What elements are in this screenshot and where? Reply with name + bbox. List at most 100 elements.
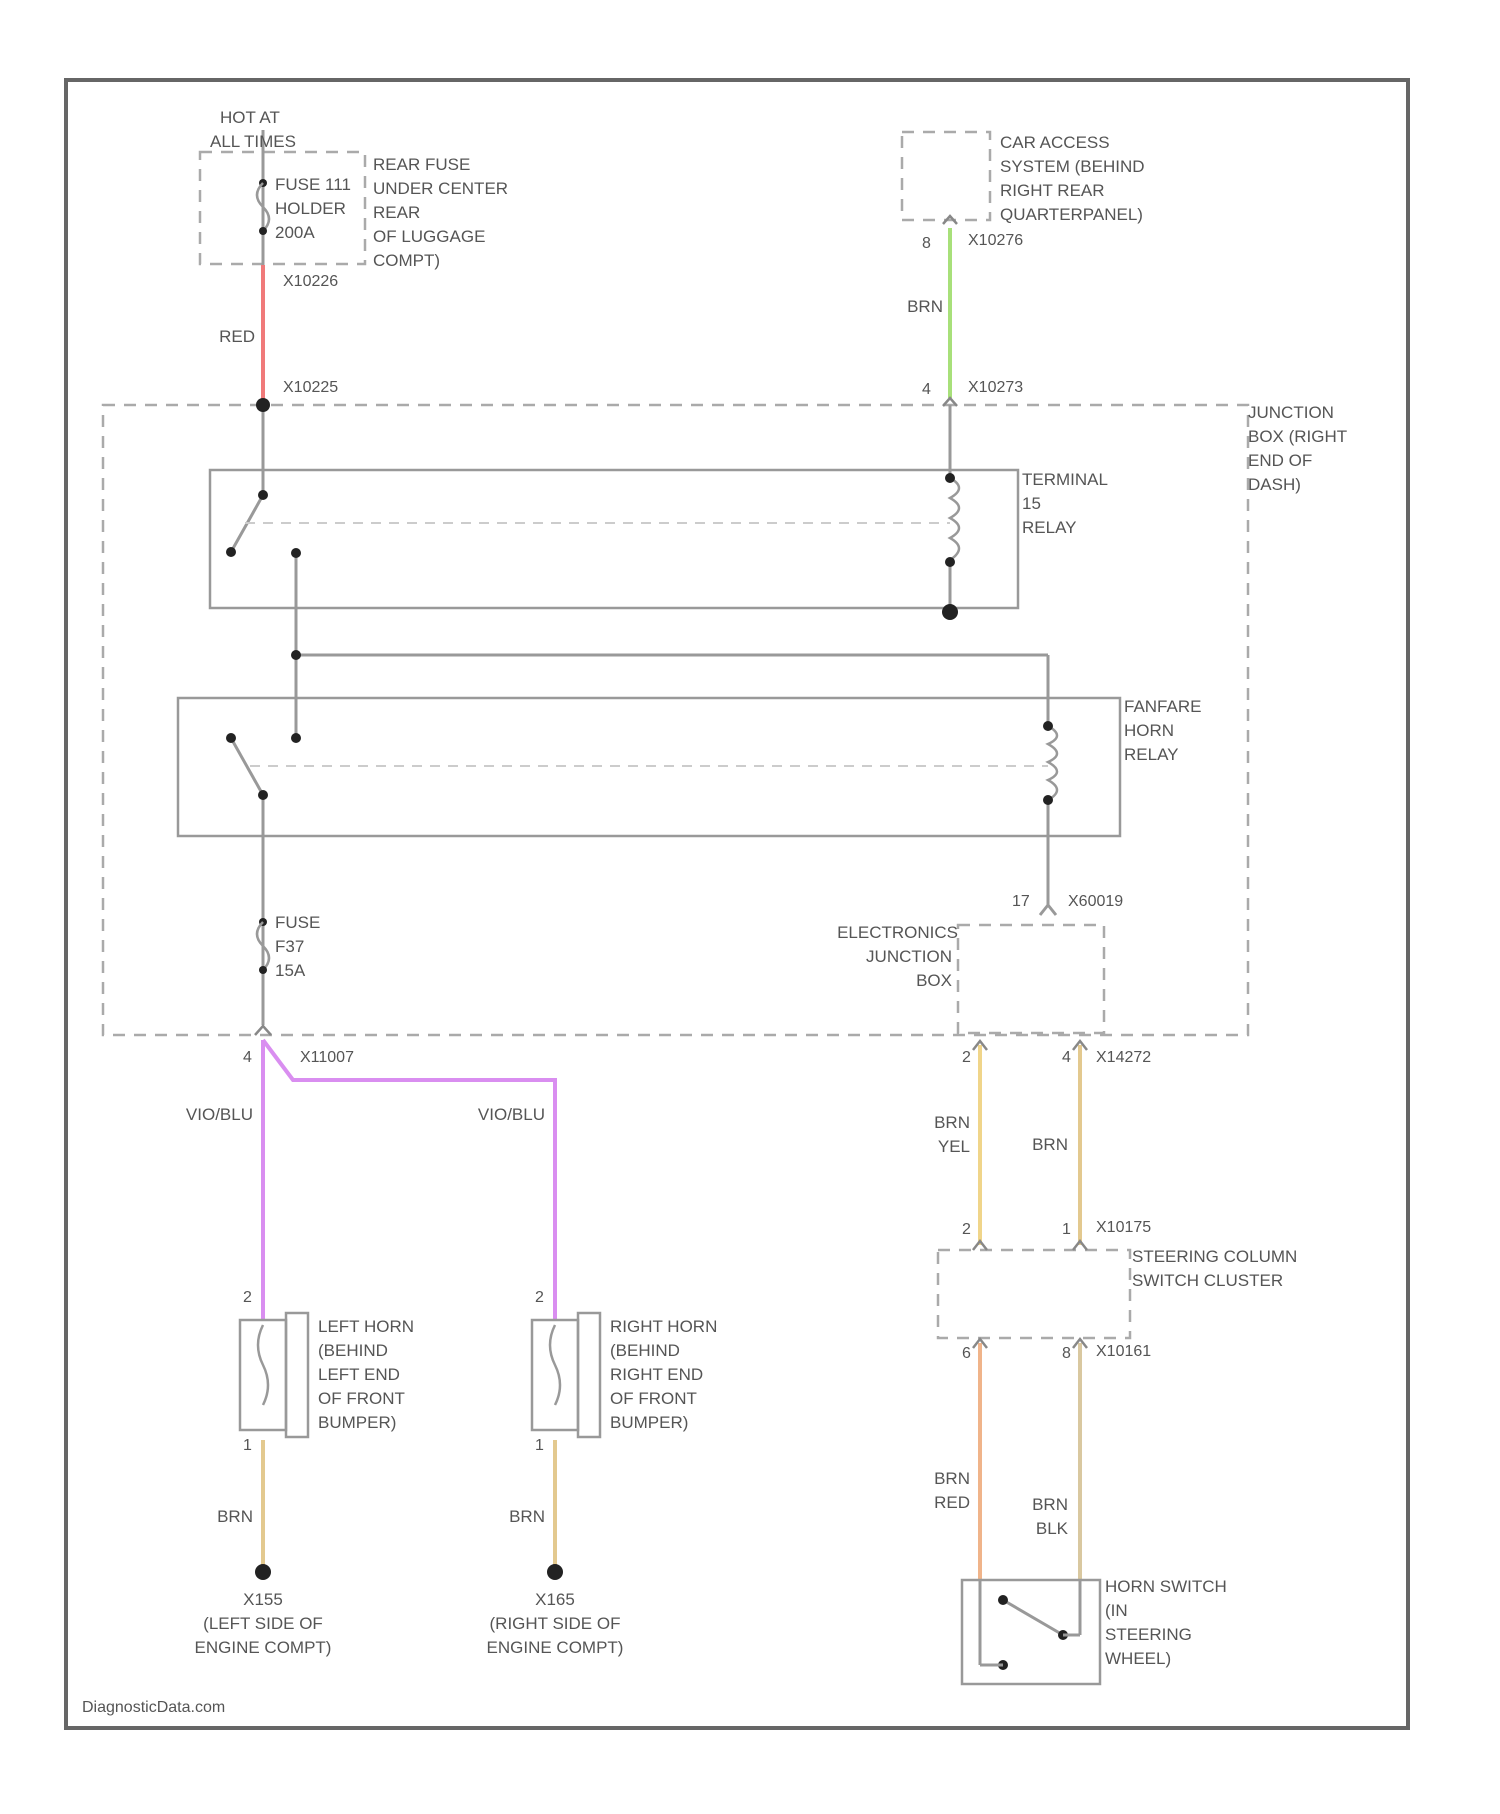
- svg-text:HOT AT: HOT AT: [220, 108, 280, 127]
- svg-text:200A: 200A: [275, 223, 315, 242]
- svg-text:X10161: X10161: [1096, 1343, 1151, 1360]
- label-electronics-junction-box: ELECTRONICS JUNCTION BOX: [837, 923, 958, 990]
- svg-text:ALL TIMES: ALL TIMES: [210, 132, 296, 151]
- label-terminal-15-relay: TERMINAL 15 RELAY: [1022, 470, 1108, 537]
- svg-text:STEERING: STEERING: [1105, 1625, 1192, 1644]
- svg-text:(BEHIND: (BEHIND: [610, 1341, 680, 1360]
- svg-text:15A: 15A: [275, 961, 306, 980]
- label-car-access-system: CAR ACCESS SYSTEM (BEHIND RIGHT REAR QUA…: [1000, 133, 1145, 224]
- svg-text:OF FRONT: OF FRONT: [318, 1389, 405, 1408]
- svg-text:SYSTEM (BEHIND: SYSTEM (BEHIND: [1000, 157, 1145, 176]
- svg-text:JUNCTION: JUNCTION: [1248, 403, 1334, 422]
- svg-text:STEERING COLUMN: STEERING COLUMN: [1132, 1247, 1297, 1266]
- svg-text:X11007: X11007: [300, 1049, 354, 1066]
- svg-text:F37: F37: [275, 937, 304, 956]
- footer-watermark: DiagnosticData.com: [82, 1699, 225, 1716]
- svg-text:RELAY: RELAY: [1124, 745, 1179, 764]
- svg-text:TERMINAL: TERMINAL: [1022, 470, 1108, 489]
- svg-text:2: 2: [962, 1221, 971, 1238]
- svg-text:RIGHT END: RIGHT END: [610, 1365, 703, 1384]
- svg-text:(BEHIND: (BEHIND: [318, 1341, 388, 1360]
- svg-text:COMPT): COMPT): [373, 251, 440, 270]
- svg-text:VIO/BLU: VIO/BLU: [186, 1105, 253, 1124]
- label-junction-box: JUNCTION BOX (RIGHT END OF DASH): [1248, 403, 1347, 494]
- svg-text:8: 8: [922, 235, 931, 252]
- svg-text:WHEEL): WHEEL): [1105, 1649, 1171, 1668]
- label-ground-right: X165 (RIGHT SIDE OF ENGINE COMPT): [487, 1590, 624, 1657]
- svg-text:X10276: X10276: [968, 232, 1023, 249]
- svg-text:6: 6: [962, 1345, 971, 1362]
- svg-text:ENGINE COMPT): ENGINE COMPT): [487, 1638, 624, 1657]
- svg-text:YEL: YEL: [938, 1137, 970, 1156]
- svg-text:RED: RED: [934, 1493, 970, 1512]
- svg-text:BUMPER): BUMPER): [610, 1413, 688, 1432]
- horn-switch-symbol: [962, 1580, 1100, 1684]
- svg-text:BRN: BRN: [934, 1113, 970, 1132]
- right-horn-symbol: [532, 1313, 600, 1437]
- label-ground-left: X155 (LEFT SIDE OF ENGINE COMPT): [195, 1590, 332, 1657]
- svg-text:RED: RED: [219, 327, 255, 346]
- terminal-15-relay: [210, 470, 1018, 608]
- svg-text:4: 4: [922, 381, 931, 398]
- svg-text:HOLDER: HOLDER: [275, 199, 346, 218]
- svg-text:HORN SWITCH: HORN SWITCH: [1105, 1577, 1227, 1596]
- svg-text:RELAY: RELAY: [1022, 518, 1077, 537]
- svg-text:JUNCTION: JUNCTION: [866, 947, 952, 966]
- svg-text:15: 15: [1022, 494, 1041, 513]
- svg-text:BRN: BRN: [934, 1469, 970, 1488]
- svg-text:X14272: X14272: [1096, 1049, 1151, 1066]
- svg-text:2: 2: [535, 1289, 544, 1306]
- svg-text:OF FRONT: OF FRONT: [610, 1389, 697, 1408]
- car-access-system-box: [902, 132, 990, 220]
- svg-text:BLK: BLK: [1036, 1519, 1069, 1538]
- svg-text:DASH): DASH): [1248, 475, 1301, 494]
- connector-labels: X10226 X10225 X10276 X10273 X11007 X6001…: [283, 232, 1151, 1360]
- svg-text:X60019: X60019: [1068, 893, 1123, 910]
- label-fuse-f37: FUSE F37 15A: [275, 913, 320, 980]
- svg-text:REAR FUSE: REAR FUSE: [373, 155, 470, 174]
- svg-text:SWITCH CLUSTER: SWITCH CLUSTER: [1132, 1271, 1283, 1290]
- label-horn-switch: HORN SWITCH (IN STEERING WHEEL): [1105, 1577, 1227, 1668]
- svg-text:END OF: END OF: [1248, 451, 1312, 470]
- svg-text:BUMPER): BUMPER): [318, 1413, 396, 1432]
- svg-text:1: 1: [535, 1437, 544, 1454]
- svg-text:(RIGHT SIDE OF: (RIGHT SIDE OF: [490, 1614, 621, 1633]
- left-horn-symbol: [240, 1313, 308, 1437]
- svg-text:8: 8: [1062, 1345, 1071, 1362]
- svg-text:4: 4: [243, 1049, 252, 1066]
- svg-text:CAR ACCESS: CAR ACCESS: [1000, 133, 1110, 152]
- svg-text:X155: X155: [243, 1590, 283, 1609]
- svg-text:(IN: (IN: [1105, 1601, 1128, 1620]
- svg-text:2: 2: [243, 1289, 252, 1306]
- label-left-horn: LEFT HORN (BEHIND LEFT END OF FRONT BUMP…: [318, 1317, 414, 1432]
- svg-text:BRN: BRN: [217, 1507, 253, 1526]
- svg-text:BRN: BRN: [1032, 1495, 1068, 1514]
- svg-text:2: 2: [962, 1049, 971, 1066]
- label-rear-fuse-holder: REAR FUSE UNDER CENTER REAR OF LUGGAGE C…: [373, 155, 508, 270]
- pin-numbers: 8 4 4 17 2 4 2 1 6 8 2 1 2 1: [243, 235, 1071, 1454]
- label-steering-column: STEERING COLUMN SWITCH CLUSTER: [1132, 1247, 1297, 1290]
- svg-text:FUSE: FUSE: [275, 913, 320, 932]
- svg-text:X10226: X10226: [283, 273, 338, 290]
- svg-text:LEFT HORN: LEFT HORN: [318, 1317, 414, 1336]
- diagram-frame: [66, 80, 1408, 1728]
- svg-text:1: 1: [243, 1437, 252, 1454]
- svg-text:BRN: BRN: [1032, 1135, 1068, 1154]
- label-fuse-holder: FUSE 111 HOLDER 200A: [275, 175, 351, 242]
- svg-text:VIO/BLU: VIO/BLU: [478, 1105, 545, 1124]
- svg-text:X10273: X10273: [968, 379, 1023, 396]
- svg-text:4: 4: [1062, 1049, 1071, 1066]
- svg-text:X165: X165: [535, 1590, 575, 1609]
- svg-text:RIGHT HORN: RIGHT HORN: [610, 1317, 717, 1336]
- svg-text:OF LUGGAGE: OF LUGGAGE: [373, 227, 485, 246]
- svg-text:1: 1: [1062, 1221, 1071, 1238]
- svg-text:QUARTERPANEL): QUARTERPANEL): [1000, 205, 1143, 224]
- steering-column-switch-cluster: [938, 1250, 1130, 1338]
- electronics-junction-box: [958, 925, 1104, 1033]
- label-hot-at-all-times: HOT AT ALL TIMES: [210, 108, 296, 151]
- relay-switch-contacts: [226, 490, 1048, 800]
- svg-text:BRN: BRN: [509, 1507, 545, 1526]
- svg-text:BOX: BOX: [916, 971, 952, 990]
- svg-text:UNDER CENTER: UNDER CENTER: [373, 179, 508, 198]
